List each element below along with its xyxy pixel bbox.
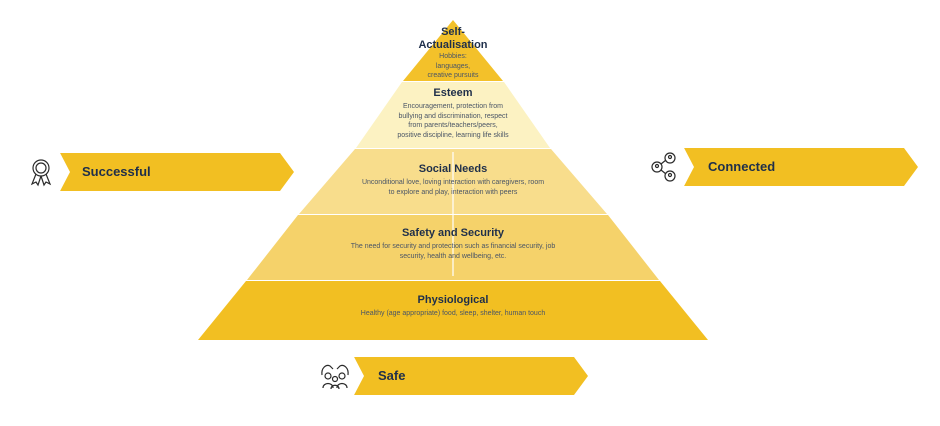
- tier-description: Encouragement, protection from bullying …: [397, 103, 509, 139]
- award-ribbon-icon: [30, 159, 52, 187]
- badge-bar: [336, 357, 588, 395]
- tier-title: Esteem: [433, 87, 473, 99]
- tier-physiological: Physiological Healthy (age appropriate) …: [300, 294, 606, 319]
- tier-self-actualisation-shape: [403, 20, 503, 81]
- tier-title: Physiological: [417, 294, 489, 306]
- network-people-icon: [651, 152, 676, 182]
- badge-icon-holder: [12, 152, 70, 192]
- tier-physiological-shape: [198, 281, 708, 340]
- badge-label: Safe: [378, 368, 406, 383]
- tier-description: Unconditional love, loving interaction w…: [361, 179, 545, 196]
- successful-badge: Successful: [12, 152, 294, 192]
- protected-family-icon: [321, 364, 349, 390]
- tier-description: Hobbies: languages, creative pursuits: [427, 53, 479, 79]
- safe-badge: Safe: [306, 356, 588, 396]
- badge-icon-holder: [636, 147, 694, 187]
- tier-safety-security: Safety and Security The need for securit…: [298, 227, 608, 261]
- connected-badge: Connected: [636, 147, 918, 187]
- tier-title: Safety and Security: [401, 227, 505, 239]
- tier-description: The need for security and protection suc…: [350, 243, 556, 260]
- tier-title: Self- Actualisation: [418, 26, 488, 51]
- badge-label: Connected: [708, 159, 776, 174]
- tier-esteem: Esteem Encouragement, protection from bu…: [372, 87, 534, 140]
- badge-label: Successful: [82, 164, 151, 179]
- tier-description: Healthy (age appropriate) food, sleep, s…: [360, 310, 546, 317]
- tier-social-needs: Social Needs Unconditional love, loving …: [318, 163, 588, 197]
- badge-bar: [666, 148, 918, 186]
- tier-esteem-shape: [356, 82, 550, 148]
- badge-bar: [42, 153, 294, 191]
- badge-icon-holder: [306, 356, 364, 396]
- tier-title: Social Needs: [418, 163, 488, 175]
- tier-self-actualisation: Self- Actualisation Hobbies: languages, …: [403, 26, 503, 81]
